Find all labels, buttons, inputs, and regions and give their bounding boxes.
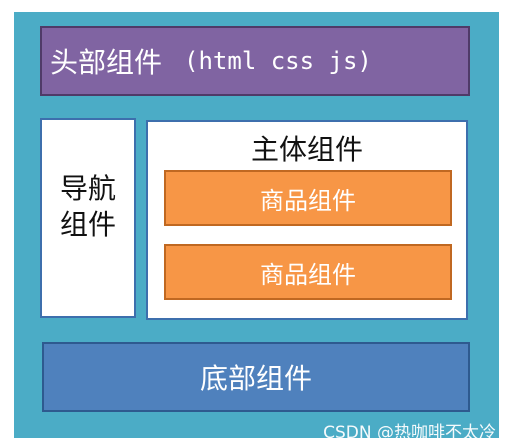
main-component-box: 主体组件 商品组件 商品组件	[146, 120, 468, 320]
footer-component-box: 底部组件	[42, 342, 470, 412]
nav-label-line1: 导航	[59, 172, 116, 205]
header-component-label: 头部组件	[50, 46, 163, 79]
main-component-title: 主体组件	[250, 133, 363, 166]
product-component-box: 商品组件	[164, 244, 452, 300]
nav-component-box: 导航 组件	[40, 118, 136, 318]
header-tech-label: (html css js)	[184, 47, 372, 75]
watermark: CSDN @热咖啡不太冷	[323, 423, 496, 443]
footer-component-label: 底部组件	[199, 362, 312, 395]
product-component-box: 商品组件	[164, 170, 452, 226]
header-component-box: 头部组件 (html css js)	[40, 26, 470, 96]
product-component-label: 商品组件	[260, 260, 356, 289]
nav-label-line2: 组件	[59, 208, 116, 241]
product-component-label: 商品组件	[260, 186, 356, 215]
